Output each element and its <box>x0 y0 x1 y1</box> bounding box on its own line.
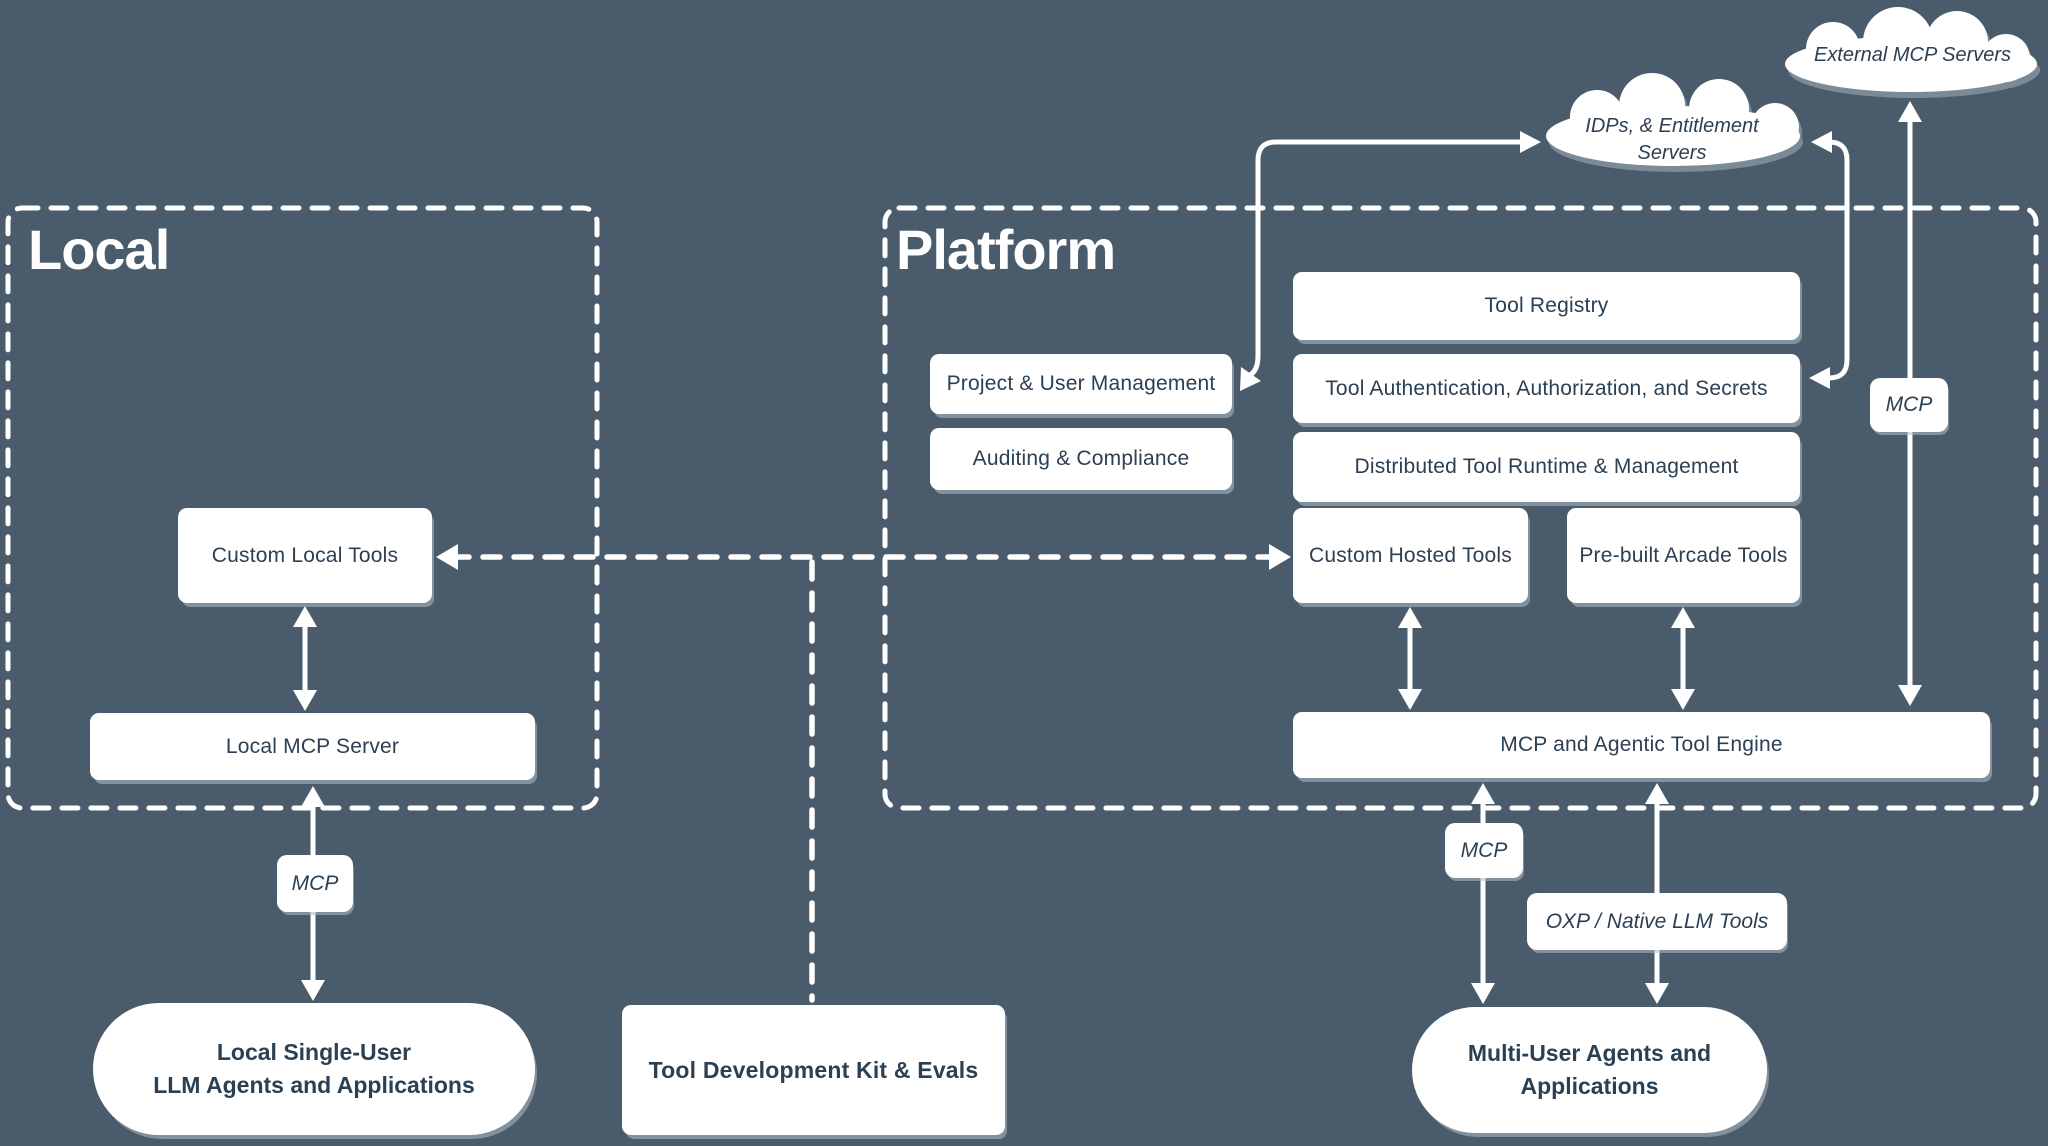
box-local-mcp-server-label: Local MCP Server <box>225 734 400 758</box>
box-tool-registry: Tool Registry <box>1293 272 1800 340</box>
box-tool-authentication-label: Tool Authentication, Authorization, and … <box>1325 376 1768 400</box>
idps-cloud <box>1546 73 1800 166</box>
label-mcp-external: MCP <box>1870 378 1948 432</box>
box-mcp-agentic-tool-engine-label: MCP and Agentic Tool Engine <box>1500 733 1783 756</box>
box-custom-hosted-tools-label: Custom Hosted Tools <box>1308 543 1512 567</box>
pill-local-agents-line2: LLM Agents and Applications <box>153 1072 475 1098</box>
box-mcp-agentic-tool-engine: MCP and Agentic Tool Engine <box>1293 712 1990 778</box>
box-tool-registry-label: Tool Registry <box>1484 294 1609 317</box>
pill-local-agents-line1: Local Single-User <box>216 1039 412 1065</box>
idps-cloud-label-line2: Servers <box>1637 142 1707 164</box>
pill-multi-user-agents-line2: Applications <box>1520 1073 1659 1099</box>
box-distributed-runtime: Distributed Tool Runtime & Management <box>1293 432 1800 502</box>
box-distributed-runtime-label: Distributed Tool Runtime & Management <box>1354 455 1739 478</box>
platform-section-title: Platform <box>896 218 1116 281</box>
box-project-user-management: Project & User Management <box>930 354 1232 414</box>
external-mcp-cloud-label: External MCP Servers <box>1813 44 2012 66</box>
arrow-engine-multiuser-mcp <box>1471 783 1495 1004</box>
box-tool-dev-kit-label: Tool Development Kit & Evals <box>648 1056 979 1083</box>
box-prebuilt-arcade-tools: Pre-built Arcade Tools <box>1567 508 1800 603</box>
platform-region-border <box>882 205 2039 811</box>
box-custom-hosted-tools: Custom Hosted Tools <box>1293 508 1528 603</box>
box-auditing-compliance-label: Auditing & Compliance <box>972 447 1190 470</box>
dashed-tools-connector <box>436 544 1291 1003</box>
idps-cloud-label-line1: IDPs, & Entitlement <box>1585 115 1759 137</box>
pill-multi-user-agents-line1: Multi-User Agents and <box>1467 1040 1712 1066</box>
arrow-project-mgmt-idps <box>1240 131 1541 391</box>
arrow-local-tools-local-server <box>293 606 317 711</box>
box-local-mcp-server: Local MCP Server <box>90 713 535 780</box>
label-oxp-native-llm-tools: OXP / Native LLM Tools <box>1527 893 1787 950</box>
arrow-hosted-tools-engine <box>1398 607 1422 710</box>
label-mcp-engine-bottom: MCP <box>1445 823 1523 878</box>
label-mcp-local: MCP <box>277 855 353 912</box>
box-project-user-management-label: Project & User Management <box>946 372 1216 395</box>
box-tool-authentication: Tool Authentication, Authorization, and … <box>1293 354 1800 423</box>
box-custom-local-tools: Custom Local Tools <box>178 508 432 603</box>
arrows <box>293 101 1922 1004</box>
arrow-arcade-tools-engine <box>1671 607 1695 710</box>
pill-multi-user-agents: Multi-User Agents and Applications <box>1412 1007 1767 1133</box>
local-region-border <box>5 205 600 811</box>
local-section-title: Local <box>28 218 170 281</box>
arrow-tool-auth-idps <box>1809 131 1850 389</box>
box-custom-local-tools-label: Custom Local Tools <box>211 543 399 567</box>
idps-cloud-label: IDPs, & Entitlement Servers <box>1552 113 1792 167</box>
box-prebuilt-arcade-tools-label: Pre-built Arcade Tools <box>1579 543 1788 567</box>
pill-local-agents: Local Single-User LLM Agents and Applica… <box>93 1003 535 1135</box>
external-mcp-cloud <box>1785 7 2037 92</box>
box-tool-dev-kit: Tool Development Kit & Evals <box>622 1005 1005 1135</box>
box-auditing-compliance: Auditing & Compliance <box>930 428 1232 490</box>
